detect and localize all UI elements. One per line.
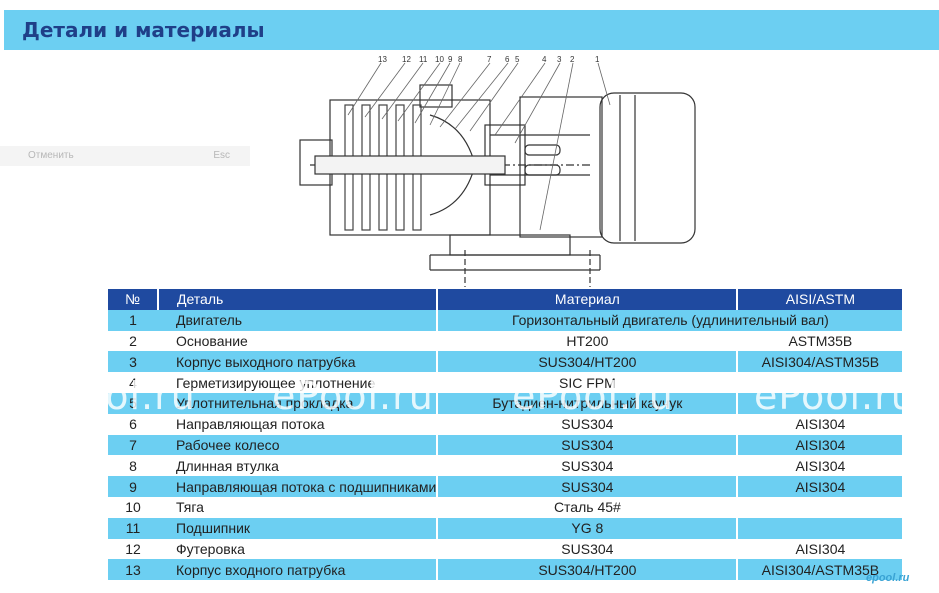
cell-material: HT200 — [436, 330, 738, 352]
cell-part: Основание — [158, 330, 438, 352]
col-header-aisi: AISI/ASTM — [736, 289, 903, 310]
cell-material: SUS304/HT200 — [436, 559, 738, 581]
table-row: 11 Подшипник YG 8 — [108, 517, 903, 539]
callout-4: 4 — [542, 55, 547, 64]
cell-material: YG 8 — [436, 517, 738, 539]
cell-material: SUS304/HT200 — [436, 351, 738, 373]
table-row: 2 Основание HT200 ASTM35B — [108, 330, 903, 352]
cancel-label: Отменить — [28, 150, 74, 161]
cell-part: Корпус выходного патрубка — [158, 351, 438, 373]
cell-number: 12 — [108, 538, 158, 560]
cell-part: Длинная втулка — [158, 455, 438, 477]
cell-number: 7 — [108, 434, 158, 456]
cell-aisi: AISI304/ASTM35B — [736, 559, 903, 581]
outlet-port — [419, 84, 453, 108]
callout-1: 1 — [595, 55, 600, 64]
cell-aisi: AISI304 — [736, 413, 903, 435]
cell-aisi — [736, 392, 903, 414]
table-header-row: № Деталь Материал AISI/ASTM — [108, 289, 903, 310]
callout-10: 10 — [435, 55, 444, 64]
table-row: 3 Корпус выходного патрубка SUS304/HT200… — [108, 351, 903, 373]
table-row: 1 Двигатель Горизонтальный двигатель (уд… — [108, 309, 903, 331]
callout-9: 9 — [448, 55, 453, 64]
motor-flange — [519, 96, 603, 238]
table-row: 10 Тяга Сталь 45# — [108, 496, 903, 518]
cell-part: Направляющая потока — [158, 413, 438, 435]
materials-table: № Деталь Материал AISI/ASTM 1 Двигатель … — [108, 289, 903, 581]
cell-aisi — [736, 496, 903, 518]
cell-number: 6 — [108, 413, 158, 435]
callout-5: 5 — [515, 55, 520, 64]
cell-material: Горизонтальный двигатель (удлинительный … — [436, 309, 903, 331]
cell-number: 9 — [108, 476, 158, 497]
cell-material: SUS304 — [436, 476, 738, 497]
table-row: 7 Рабочее колесо SUS304 AISI304 — [108, 434, 903, 456]
cell-part: Направляющая потока с подшипниками — [158, 476, 438, 497]
cell-part: Уплотнительная прокладка — [158, 392, 438, 414]
callout-2: 2 — [570, 55, 575, 64]
cell-aisi: AISI304 — [736, 538, 903, 560]
cell-part: Рабочее колесо — [158, 434, 438, 456]
callout-13: 13 — [378, 55, 387, 64]
pump-diagram: 13 12 11 10 9 8 7 6 5 4 3 2 1 — [299, 55, 696, 287]
cell-number: 4 — [108, 372, 158, 393]
cell-aisi — [736, 372, 903, 393]
cell-aisi: AISI304 — [736, 455, 903, 477]
callout-6: 6 — [505, 55, 510, 64]
table-row: 12 Футеровка SUS304 AISI304 — [108, 538, 903, 560]
cell-material: Бутадиен-нитрильный каучук — [436, 392, 738, 414]
cell-number: 2 — [108, 330, 158, 352]
cell-number: 8 — [108, 455, 158, 477]
callout-11: 11 — [419, 55, 428, 64]
table-row: 9 Направляющая потока с подшипниками SUS… — [108, 476, 903, 497]
cell-material: Сталь 45# — [436, 496, 738, 518]
cell-aisi: AISI304 — [736, 476, 903, 497]
brand-logo: epool.ru — [866, 572, 910, 584]
cell-part: Корпус входного патрубка — [158, 559, 438, 581]
col-header-material: Материал — [436, 289, 738, 310]
motor-body — [599, 92, 696, 244]
callout-7: 7 — [487, 55, 492, 64]
table-row: 6 Направляющая потока SUS304 AISI304 — [108, 413, 903, 435]
cell-number: 11 — [108, 517, 158, 539]
cell-part: Футеровка — [158, 538, 438, 560]
table-row: 5 Уплотнительная прокладка Бутадиен-нитр… — [108, 392, 903, 414]
page-title: Детали и материалы — [22, 18, 265, 42]
table-row: 4 Герметизирующее уплотнение SIC FPM — [108, 372, 903, 393]
callout-8: 8 — [458, 55, 463, 64]
cell-number: 1 — [108, 309, 158, 331]
cell-number: 13 — [108, 559, 158, 581]
cell-part: Двигатель — [158, 309, 438, 331]
cell-number: 5 — [108, 392, 158, 414]
cell-aisi: AISI304/ASTM35B — [736, 351, 903, 373]
cell-aisi — [736, 517, 903, 539]
cell-aisi: AISI304 — [736, 434, 903, 456]
col-header-number: № — [108, 289, 158, 310]
cell-number: 10 — [108, 496, 158, 518]
cell-number: 3 — [108, 351, 158, 373]
table-row: 8 Длинная втулка SUS304 AISI304 — [108, 455, 903, 477]
cell-material: SUS304 — [436, 538, 738, 560]
callout-3: 3 — [557, 55, 562, 64]
cell-material: SUS304 — [436, 434, 738, 456]
cell-part: Подшипник — [158, 517, 438, 539]
cell-material: SUS304 — [436, 413, 738, 435]
title-banner: Детали и материалы — [4, 10, 939, 50]
cell-material: SIC FPM — [436, 372, 738, 393]
cancel-menu-item[interactable]: Отменить Esc — [0, 146, 250, 166]
callout-12: 12 — [402, 55, 411, 64]
cell-part: Герметизирующее уплотнение — [158, 372, 438, 393]
cell-material: SUS304 — [436, 455, 738, 477]
cell-part: Тяга — [158, 496, 438, 518]
col-header-part: Деталь — [156, 289, 438, 310]
shortcut-label: Esc — [213, 150, 230, 161]
cell-aisi: ASTM35B — [736, 330, 903, 352]
table-row: 13 Корпус входного патрубка SUS304/HT200… — [108, 559, 903, 581]
